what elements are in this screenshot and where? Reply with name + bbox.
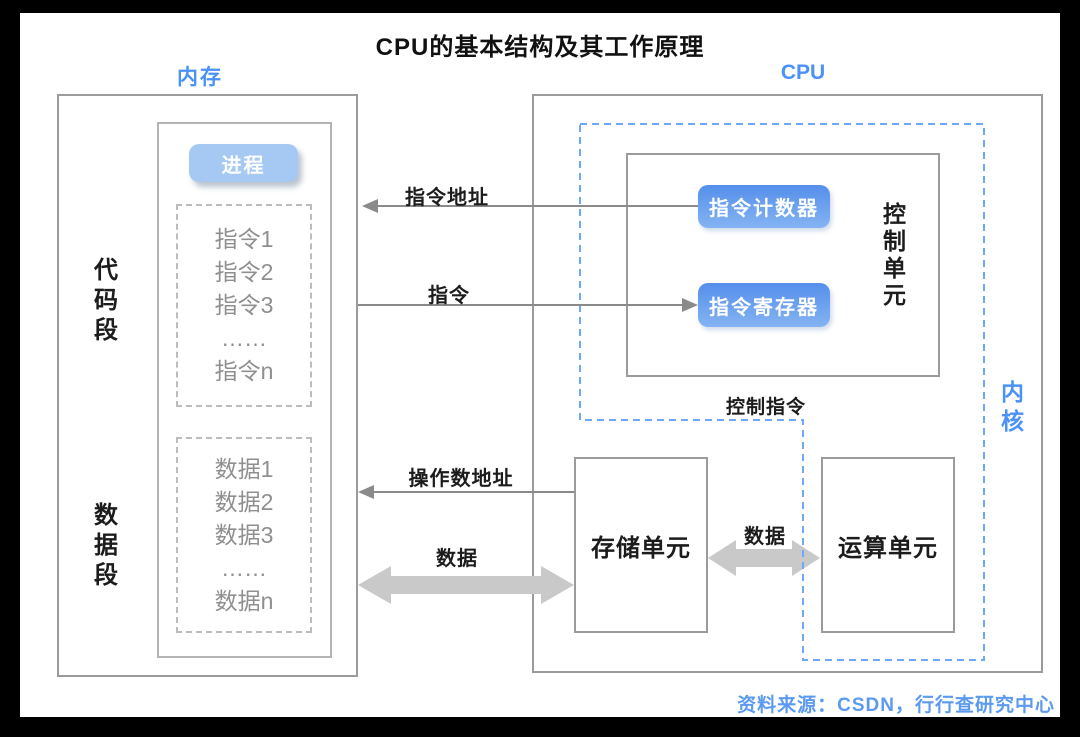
kernel-label: 内核 xyxy=(1001,379,1024,434)
data-item: 数据3 xyxy=(214,521,274,548)
instruction-counter-label: 指令计数器 xyxy=(709,198,819,220)
process-badge: 进程 xyxy=(189,144,298,182)
code-item: 指令3 xyxy=(214,292,274,318)
data-item: 数据2 xyxy=(214,488,274,515)
data-item-ellipsis: …… xyxy=(221,554,267,581)
code-item: 指令n xyxy=(214,358,274,384)
instruction-register-badge: 指令寄存器 xyxy=(698,283,830,327)
source-credit: 资料来源：CSDN，行行查研究中心 xyxy=(737,695,1055,716)
data-segment-label: 数据段 xyxy=(94,502,118,589)
code-item: 指令1 xyxy=(214,226,274,252)
memory-process-box xyxy=(157,122,332,658)
code-item: 指令2 xyxy=(214,259,274,285)
code-segment-label: 代码段 xyxy=(94,257,118,344)
instruction-register-label: 指令寄存器 xyxy=(709,296,819,319)
instruction-counter-badge: 指令计数器 xyxy=(698,185,830,228)
code-item-ellipsis: …… xyxy=(221,325,267,351)
diagram-canvas: CPU的基本结构及其工作原理 内存 CPU 进程 指令1 指令2 指令3 …… … xyxy=(20,13,1060,717)
control-instruction-label: 控制指令 xyxy=(725,397,806,418)
control-unit-label: 控制单元 xyxy=(883,201,906,308)
data-item: 数据n xyxy=(214,587,274,614)
data-label-storage-compute: 数据 xyxy=(744,526,786,548)
cpu-zone-label: CPU xyxy=(780,61,826,84)
data-label-memory-storage: 数据 xyxy=(436,548,478,570)
instruction-label: 指令 xyxy=(428,285,470,307)
code-segment-box: 指令1 指令2 指令3 …… 指令n xyxy=(176,204,312,407)
data-item: 数据1 xyxy=(214,455,274,482)
data-segment-box: 数据1 数据2 数据3 …… 数据n xyxy=(176,437,312,633)
memory-zone-label: 内存 xyxy=(177,66,223,89)
process-badge-label: 进程 xyxy=(221,154,266,177)
operand-address-label: 操作数地址 xyxy=(408,468,514,490)
page-title: CPU的基本结构及其工作原理 xyxy=(375,34,705,61)
instruction-address-label: 指令地址 xyxy=(405,187,489,209)
